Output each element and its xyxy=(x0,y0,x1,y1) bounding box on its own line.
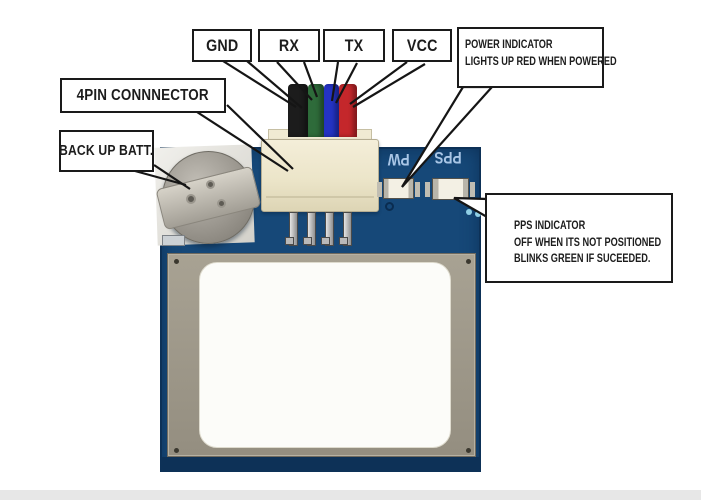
vcc-callout: VCC xyxy=(392,29,452,62)
silkscreen-pw-label: PW xyxy=(387,150,410,169)
power-indicator-callout: POWER INDICATOR LIGHTS UP RED WHEN POWER… xyxy=(457,27,617,88)
battery-weld-dot xyxy=(217,199,226,208)
power-indicator-led xyxy=(383,178,414,199)
pps-indicator-callout: PPS INDICATOR OFF WHEN ITS NOT POSITIONE… xyxy=(485,193,673,283)
rx-label: RX xyxy=(278,35,300,55)
solder-pad xyxy=(425,182,430,197)
battery-weld-dot xyxy=(206,180,215,189)
vcc-wire-red xyxy=(339,84,357,137)
solder-pad xyxy=(415,182,420,197)
pcb-dot xyxy=(475,211,481,217)
connector-pin xyxy=(303,212,316,246)
pps-indicator-desc1: OFF WHEN ITS NOT POSITIONED xyxy=(514,236,662,249)
pps-indicator-led xyxy=(432,178,469,200)
rx-wire-green xyxy=(308,84,324,137)
connector-label: 4PIN CONNNECTOR xyxy=(76,86,210,104)
solder-pad xyxy=(377,182,382,197)
pcb-bottom-edge xyxy=(160,457,481,472)
solder-pad xyxy=(470,182,475,197)
photo-bottom-strip xyxy=(0,490,701,500)
pps-indicator-desc2: BLINKS GREEN IF SUCEEDED. xyxy=(514,253,651,265)
power-indicator-desc: LIGHTS UP RED WHEN POWERED xyxy=(465,55,617,68)
gnd-wire-black xyxy=(288,84,308,137)
connector-pin xyxy=(339,212,352,246)
vcc-label: VCC xyxy=(406,35,438,55)
tx-label: TX xyxy=(344,35,364,55)
power-indicator-title: POWER INDICATOR xyxy=(465,39,553,51)
rx-callout: RX xyxy=(258,29,320,62)
battery-weld-dot xyxy=(186,194,196,204)
connector-pin xyxy=(285,212,298,246)
connector-callout: 4PIN CONNNECTOR xyxy=(60,78,226,113)
connector-seam xyxy=(266,196,374,198)
connector-pin xyxy=(321,212,334,246)
tx-callout: TX xyxy=(323,29,385,62)
antenna-ceramic-patch xyxy=(199,262,451,448)
pcb-via xyxy=(385,202,394,211)
tx-wire-blue xyxy=(324,84,339,137)
4pin-connector xyxy=(261,139,379,212)
vcc-leader-line xyxy=(349,61,408,105)
gnd-leader-line xyxy=(222,60,297,108)
pcb-dot xyxy=(466,209,472,215)
smd-component xyxy=(162,235,185,246)
gnd-label: GND xyxy=(205,35,239,55)
battery-label: BACK UP BATT. xyxy=(59,143,154,159)
antenna-corner-screw xyxy=(174,448,179,453)
pps-indicator-title: PPS INDICATOR xyxy=(514,220,586,232)
antenna-corner-screw xyxy=(174,259,179,264)
gnd-callout: GND xyxy=(192,29,252,62)
vcc-leader-line xyxy=(352,63,426,108)
battery-callout: BACK UP BATT. xyxy=(59,130,154,172)
antenna-corner-screw xyxy=(466,448,471,453)
silkscreen-pps-label: PPS xyxy=(434,148,462,167)
antenna-corner-screw xyxy=(466,259,471,264)
